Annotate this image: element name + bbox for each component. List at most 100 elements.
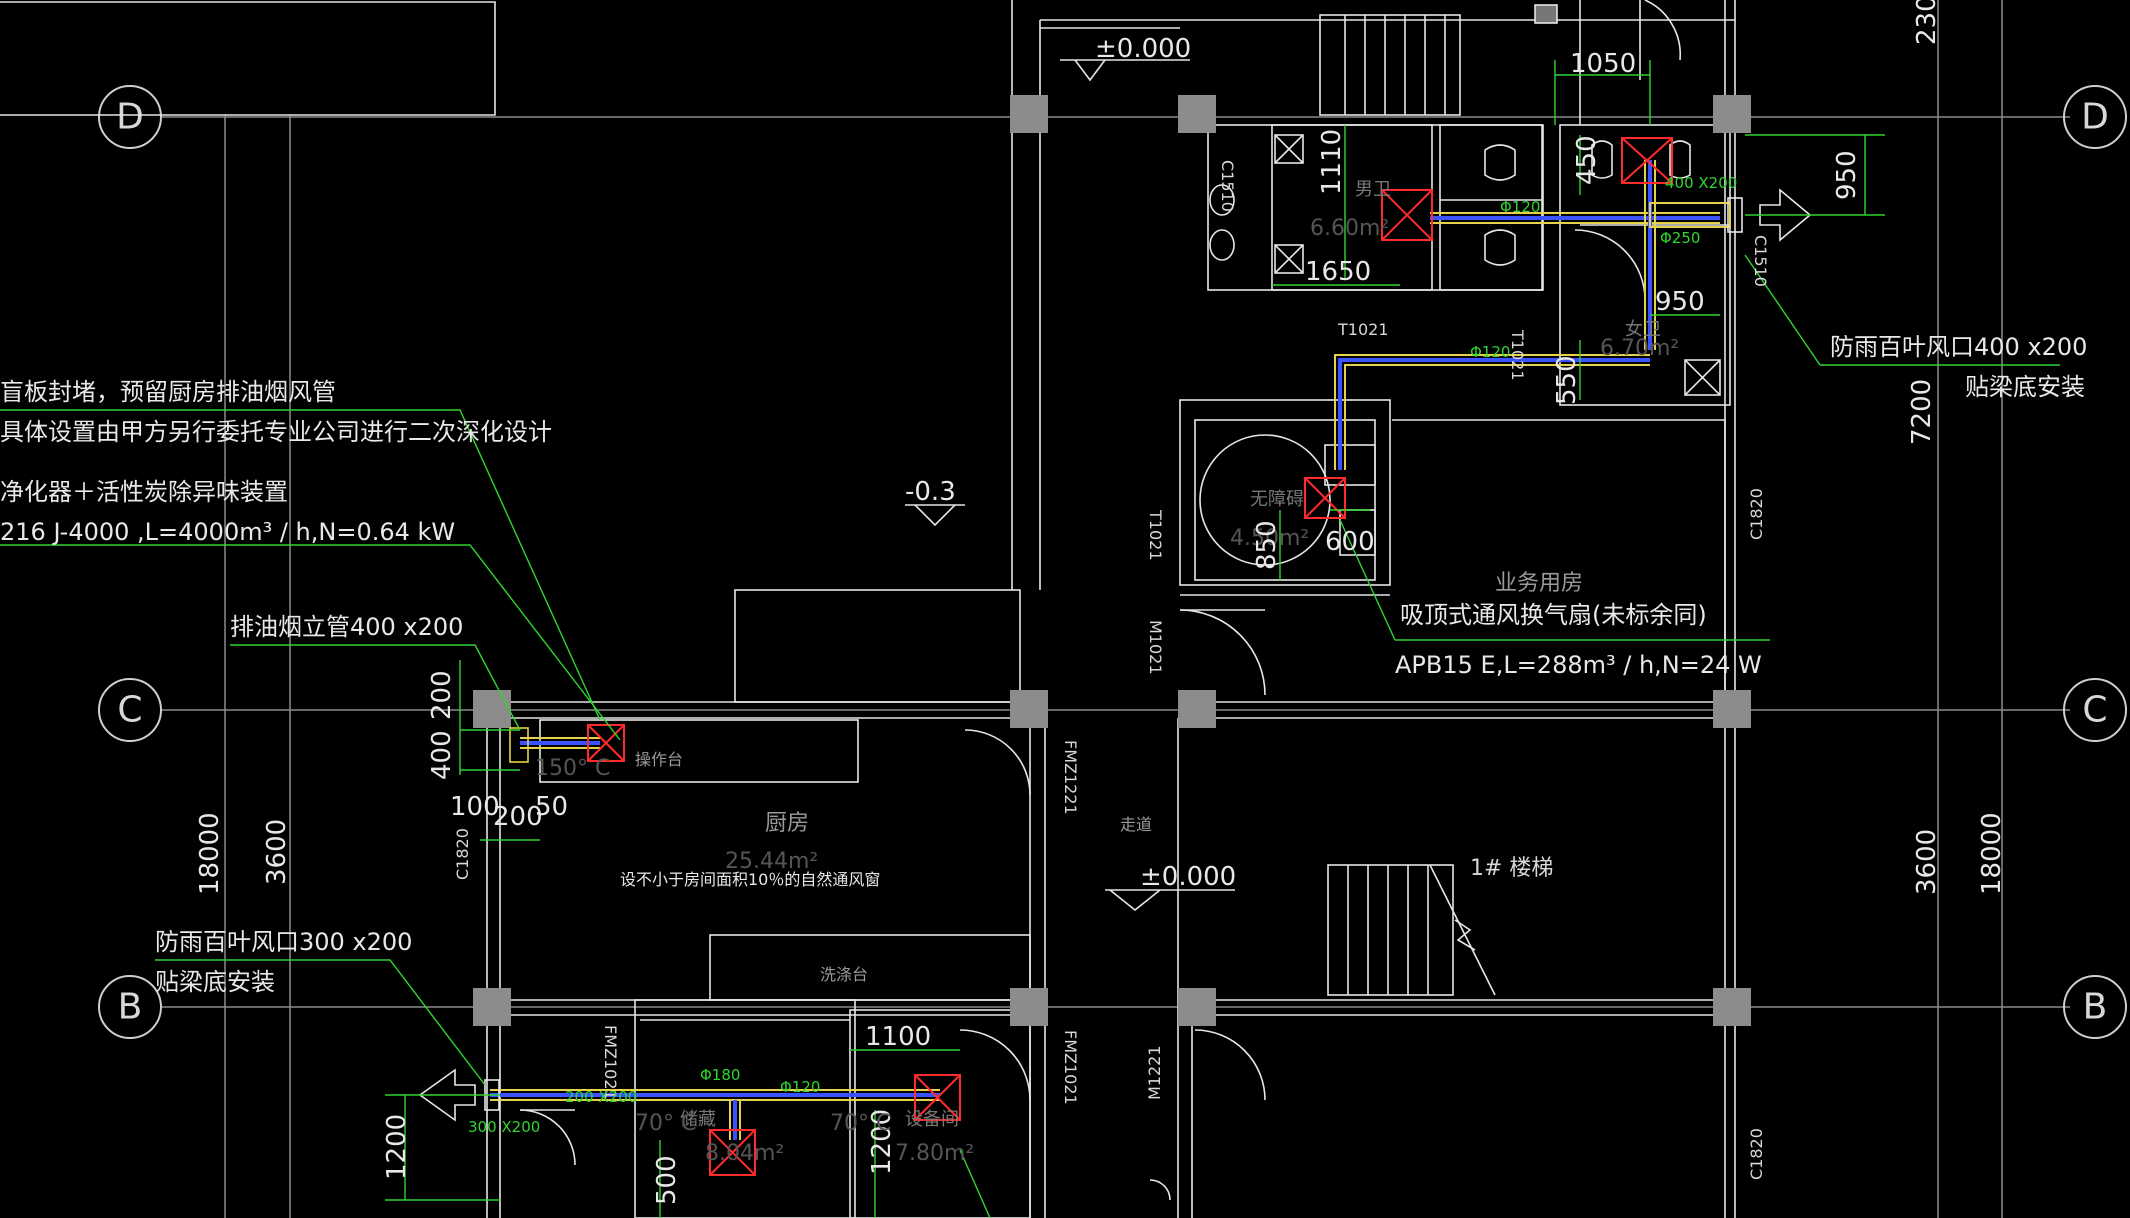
note-purifier: 净化器＋活性炭除异味装置 — [0, 478, 288, 506]
dim-7200: 7200 — [1907, 379, 1937, 445]
duct-phi250: Φ250 — [1660, 229, 1700, 247]
louvers — [418, 188, 1812, 1122]
exhaust-arrow-left — [418, 1068, 476, 1122]
dim-1110: 1110 — [1317, 129, 1347, 195]
ducts — [490, 160, 1731, 1140]
grid-bubble-b-right — [2063, 975, 2127, 1039]
dimension-labels-v: 2300 1110 450 950 550 850 7200 200 400 1… — [195, 0, 2007, 1205]
note-blind-plate: 盲板封堵，预留厨房排油烟风管 — [0, 378, 336, 406]
dim-1100: 1100 — [865, 1022, 931, 1052]
accessible-room — [1179, 399, 1391, 586]
stair-upper — [1319, 14, 1461, 116]
tag-t1021-b: T1021 — [1508, 329, 1527, 381]
dim-950-a: 950 — [1832, 150, 1862, 200]
dim-200-v: 200 — [427, 670, 457, 720]
room-storage: 储藏 — [680, 1109, 716, 1130]
level-labels: ±0.000 -0.3 ±0.000 — [905, 34, 1236, 892]
note-louver-left: 防雨百叶风口300 x200 — [155, 928, 412, 956]
dim-950-b: 950 — [1655, 287, 1705, 317]
opening-tags: C1510 C1510 T1021 T1021 T1021 M1021 C182… — [453, 160, 1770, 1180]
tag-m1221: M1221 — [1145, 1045, 1164, 1100]
column — [473, 988, 511, 1026]
room-equipment-area: 7.80m² — [895, 1141, 974, 1166]
tag-c1510-b: C1510 — [1751, 235, 1770, 287]
grid-label-c-right: C — [2082, 690, 2107, 731]
dim-200-h: 200 — [493, 802, 543, 832]
toilet-stalls — [1439, 124, 1543, 291]
level-mid: -0.3 — [905, 477, 956, 507]
column — [1178, 95, 1216, 133]
room-corridor: 走道 — [1120, 815, 1152, 834]
note-natural-vent: 设不小于房间面积10％的自然通风窗 — [620, 870, 880, 889]
tag-c1820-a: C1820 — [1747, 488, 1766, 540]
room-business: 业务用房 — [1495, 571, 1583, 596]
grid-label-c-left: C — [117, 690, 142, 731]
level-markers — [905, 59, 1235, 912]
dim-850: 850 — [1252, 520, 1282, 570]
column — [1713, 95, 1751, 133]
tag-fmz1021-b: FMZ1021 — [1061, 1030, 1080, 1105]
label-sink: 洗涤台 — [820, 965, 868, 984]
room-men-area: 6.60m² — [1310, 216, 1389, 241]
columns — [473, 95, 1751, 1026]
walls — [0, 0, 1736, 1218]
dimension-labels-h: 1050 1650 950 600 100 200 50 1100 — [450, 49, 1705, 1052]
column — [1178, 988, 1216, 1026]
room-men: 男卫 — [1355, 179, 1391, 200]
dim-600: 600 — [1325, 527, 1375, 557]
column — [1010, 988, 1048, 1026]
grid-bubble-d-right — [2063, 85, 2127, 149]
fire-damper-70-a: 70° C — [635, 1111, 696, 1136]
kitchen-purifier — [587, 724, 625, 762]
note-louver-right: 防雨百叶风口400 x200 — [1830, 333, 2087, 361]
column — [1010, 690, 1048, 728]
fire-damper-150: 150° C — [535, 756, 610, 781]
room-kitchen-area: 25.44m² — [725, 849, 818, 874]
duct-phi120-c: Φ120 — [780, 1078, 820, 1096]
note-exhaust-riser: 排油烟立管400 x200 — [230, 613, 463, 641]
dim-1050: 1050 — [1570, 49, 1636, 79]
leader-lines — [0, 254, 2060, 1218]
ceiling-fan-accessible — [1304, 477, 1346, 519]
column — [473, 690, 511, 728]
dim-3600-right: 3600 — [1912, 829, 1942, 895]
grid-bubble-b-left — [98, 975, 162, 1039]
grid-bubble-c-left — [98, 678, 162, 742]
room-storage-area: 8.04m² — [705, 1141, 784, 1166]
grid-label-b-left: B — [118, 987, 143, 1028]
tag-c1510-a: C1510 — [1218, 160, 1237, 212]
duct-labels: Φ120 Φ120 Φ120 Φ250 400 X200 Φ180 200 X2… — [468, 174, 1737, 1136]
dim-1200-left: 1200 — [382, 1114, 412, 1180]
dim-1200-right: 1200 — [867, 1109, 897, 1175]
dim-18000-left: 18000 — [195, 812, 225, 895]
note-fan-spec: APB15 E,L=288m³ / h,N=24 W — [1395, 651, 1762, 679]
dim-550: 550 — [1552, 355, 1582, 405]
women-toilet-room — [1559, 124, 1731, 406]
tag-fmz1221: FMZ1221 — [1061, 740, 1080, 815]
tag-t1021-a: T1021 — [1337, 320, 1389, 339]
ceiling-fan-women — [1621, 137, 1673, 184]
tag-m1021: M1021 — [1146, 620, 1165, 675]
duct-400x200: 400 X200 — [1665, 174, 1737, 192]
stair-1 — [1327, 864, 1454, 996]
level-top: ±0.000 — [1095, 34, 1191, 64]
note-louver-left-mount: 贴梁底安装 — [155, 968, 275, 996]
dimension-lines — [385, 60, 1885, 1218]
wall-top-left-block — [0, 1, 496, 116]
note-secondary-design: 具体设置由甲方另行委托专业公司进行二次深化设计 — [0, 418, 552, 446]
note-louver-right-mount: 贴梁底安装 — [1965, 373, 2085, 401]
level-corridor: ±0.000 — [1140, 862, 1236, 892]
dim-500: 500 — [652, 1155, 682, 1205]
duct-200x200: 200 X200 — [565, 1088, 637, 1106]
note-purifier-spec: 216 J-4000 ,L=4000m³ / h,N=0.64 kW — [0, 518, 455, 546]
room-kitchen: 厨房 — [765, 811, 809, 836]
room-accessible-area: 4.50m² — [1230, 526, 1309, 551]
tag-t1021-c: T1021 — [1146, 509, 1165, 561]
turning-circle — [1199, 434, 1331, 566]
ceiling-fan-equipment — [914, 1074, 961, 1121]
dim-100: 100 — [450, 792, 500, 822]
grid-bubble-c-right — [2063, 678, 2127, 742]
tag-c1820-c: C1820 — [1747, 1128, 1766, 1180]
